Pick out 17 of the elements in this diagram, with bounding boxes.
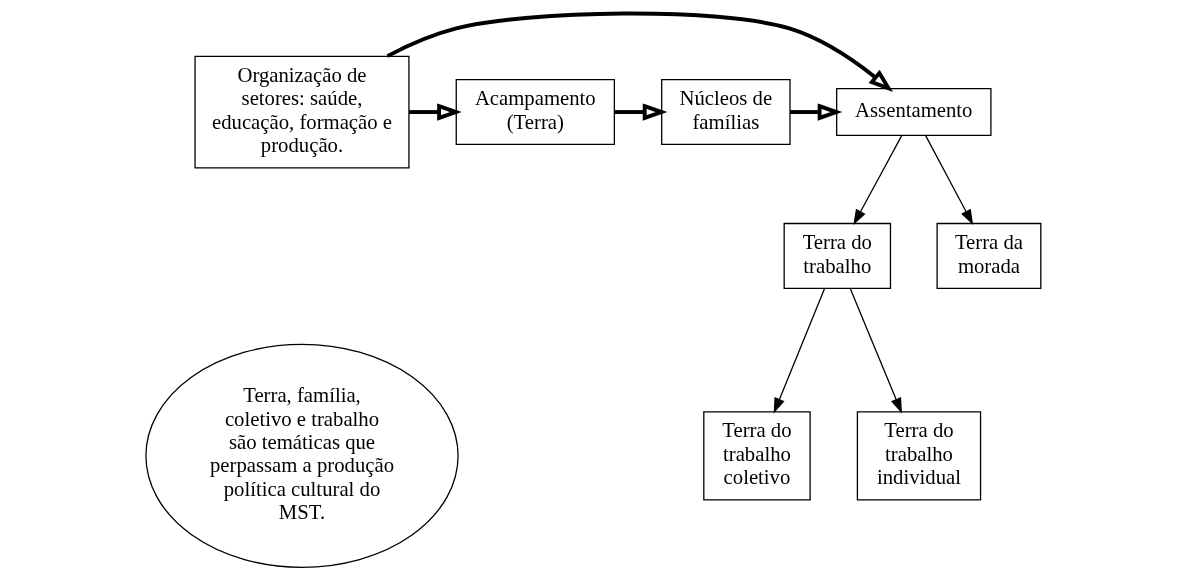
arrow xyxy=(386,11,894,93)
node-box: Organização de setores: saúde, educação, formação e produção. xyxy=(194,55,410,169)
node-box: Acampamento (Terra) xyxy=(455,79,615,146)
arrow xyxy=(924,134,974,225)
node-box: Terra do trabalho xyxy=(783,222,892,289)
node-box: Terra do trabalho coletivo xyxy=(703,411,811,501)
node-box: Terra do trabalho individual xyxy=(856,411,982,501)
node-box: Assentamento xyxy=(836,88,992,136)
arrow xyxy=(614,103,668,121)
arrow xyxy=(790,103,843,121)
arrow xyxy=(849,287,902,414)
arrow xyxy=(409,103,462,121)
arrow xyxy=(773,287,826,414)
node-box: Núcleos de famílias xyxy=(661,79,791,146)
node-ellipse: Terra, família, coletivo e trabalho são temáticas que perpassam a produção política cultural do MST. xyxy=(145,343,459,569)
arrow xyxy=(853,134,903,225)
node-box: Terra da morada xyxy=(936,222,1042,289)
